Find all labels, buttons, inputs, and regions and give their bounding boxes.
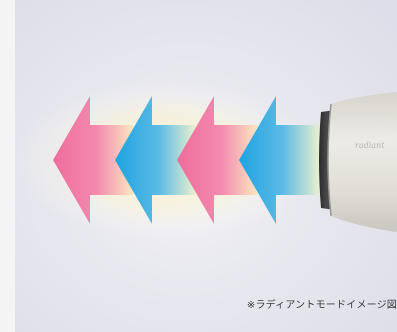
blue-arrow-1 xyxy=(115,96,195,224)
illustration-panel: radiant ※ラディアントモードイメージ図 xyxy=(15,0,397,332)
pink-arrow-2 xyxy=(177,96,257,224)
device-brand-text: radiant xyxy=(355,141,385,150)
device-rim xyxy=(327,103,332,217)
device-body xyxy=(328,92,397,232)
device: radiant xyxy=(319,92,397,232)
airflow-arrows xyxy=(53,96,319,224)
illustration-svg: radiant xyxy=(15,80,397,240)
pink-arrow-1 xyxy=(53,96,133,224)
blue-arrow-2 xyxy=(239,96,319,224)
illustration-caption: ※ラディアントモードイメージ図 xyxy=(246,300,397,311)
